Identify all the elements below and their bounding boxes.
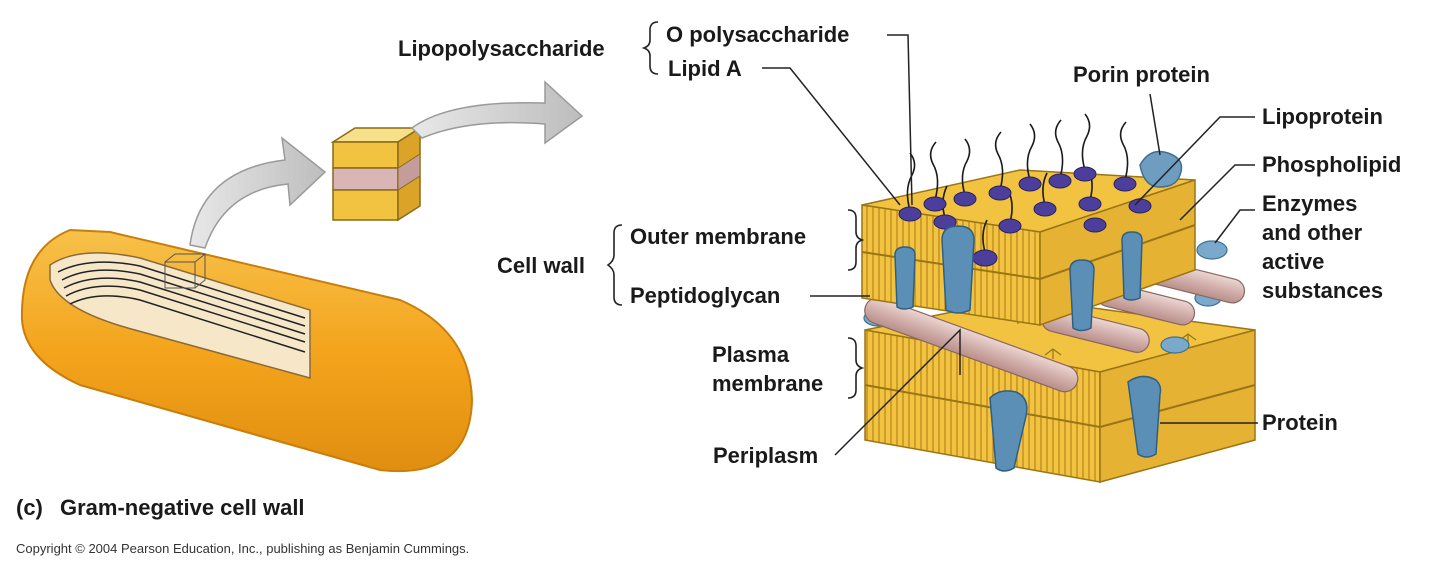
label-lipoprotein: Lipoprotein <box>1262 104 1383 129</box>
zoom-arrow-1 <box>189 136 327 249</box>
label-cell-wall: Cell wall <box>497 253 585 278</box>
caption-title: Gram-negative cell wall <box>60 495 305 520</box>
label-enzymes-line3: active <box>1262 249 1324 274</box>
cutaway-layers <box>49 252 311 379</box>
brace-outer-membrane <box>847 209 865 271</box>
label-porin-protein: Porin protein <box>1073 62 1210 87</box>
label-plasma-line2: membrane <box>712 371 823 396</box>
label-enzymes-line2: and other <box>1262 220 1363 245</box>
sample-cube-outline <box>164 253 207 289</box>
braces <box>606 21 865 399</box>
label-protein: Protein <box>1262 410 1338 435</box>
zoom-arrow-2 <box>410 80 584 145</box>
porin-protein-shape <box>1139 150 1183 188</box>
bacterium-rod <box>20 228 474 473</box>
label-enzymes-line4: substances <box>1262 278 1383 303</box>
label-lipid-a: Lipid A <box>668 56 742 81</box>
labels: Lipopolysaccharide O polysaccharide Lipi… <box>398 22 1401 468</box>
label-outer-membrane: Outer membrane <box>630 224 806 249</box>
membrane-proteins <box>894 225 1162 472</box>
brace-lipopolysaccharide <box>641 21 659 75</box>
membrane-model <box>861 113 1256 483</box>
lipopolysaccharide-chains <box>898 113 1152 267</box>
label-enzymes-line1: Enzymes <box>1262 191 1357 216</box>
caption-letter: (c) <box>16 495 43 520</box>
brace-cell-wall <box>606 224 623 306</box>
label-periplasm: Periplasm <box>713 443 818 468</box>
layer-cube <box>330 126 423 222</box>
label-phospholipid: Phospholipid <box>1262 152 1401 177</box>
leader-lines <box>762 34 1258 456</box>
label-peptidoglycan: Peptidoglycan <box>630 283 780 308</box>
label-lipopolysaccharide: Lipopolysaccharide <box>398 36 605 61</box>
copyright-notice: Copyright © 2004 Pearson Education, Inc.… <box>16 541 469 556</box>
label-plasma-line1: Plasma <box>712 342 790 367</box>
label-o-polysaccharide: O polysaccharide <box>666 22 849 47</box>
brace-plasma-membrane <box>847 337 865 399</box>
